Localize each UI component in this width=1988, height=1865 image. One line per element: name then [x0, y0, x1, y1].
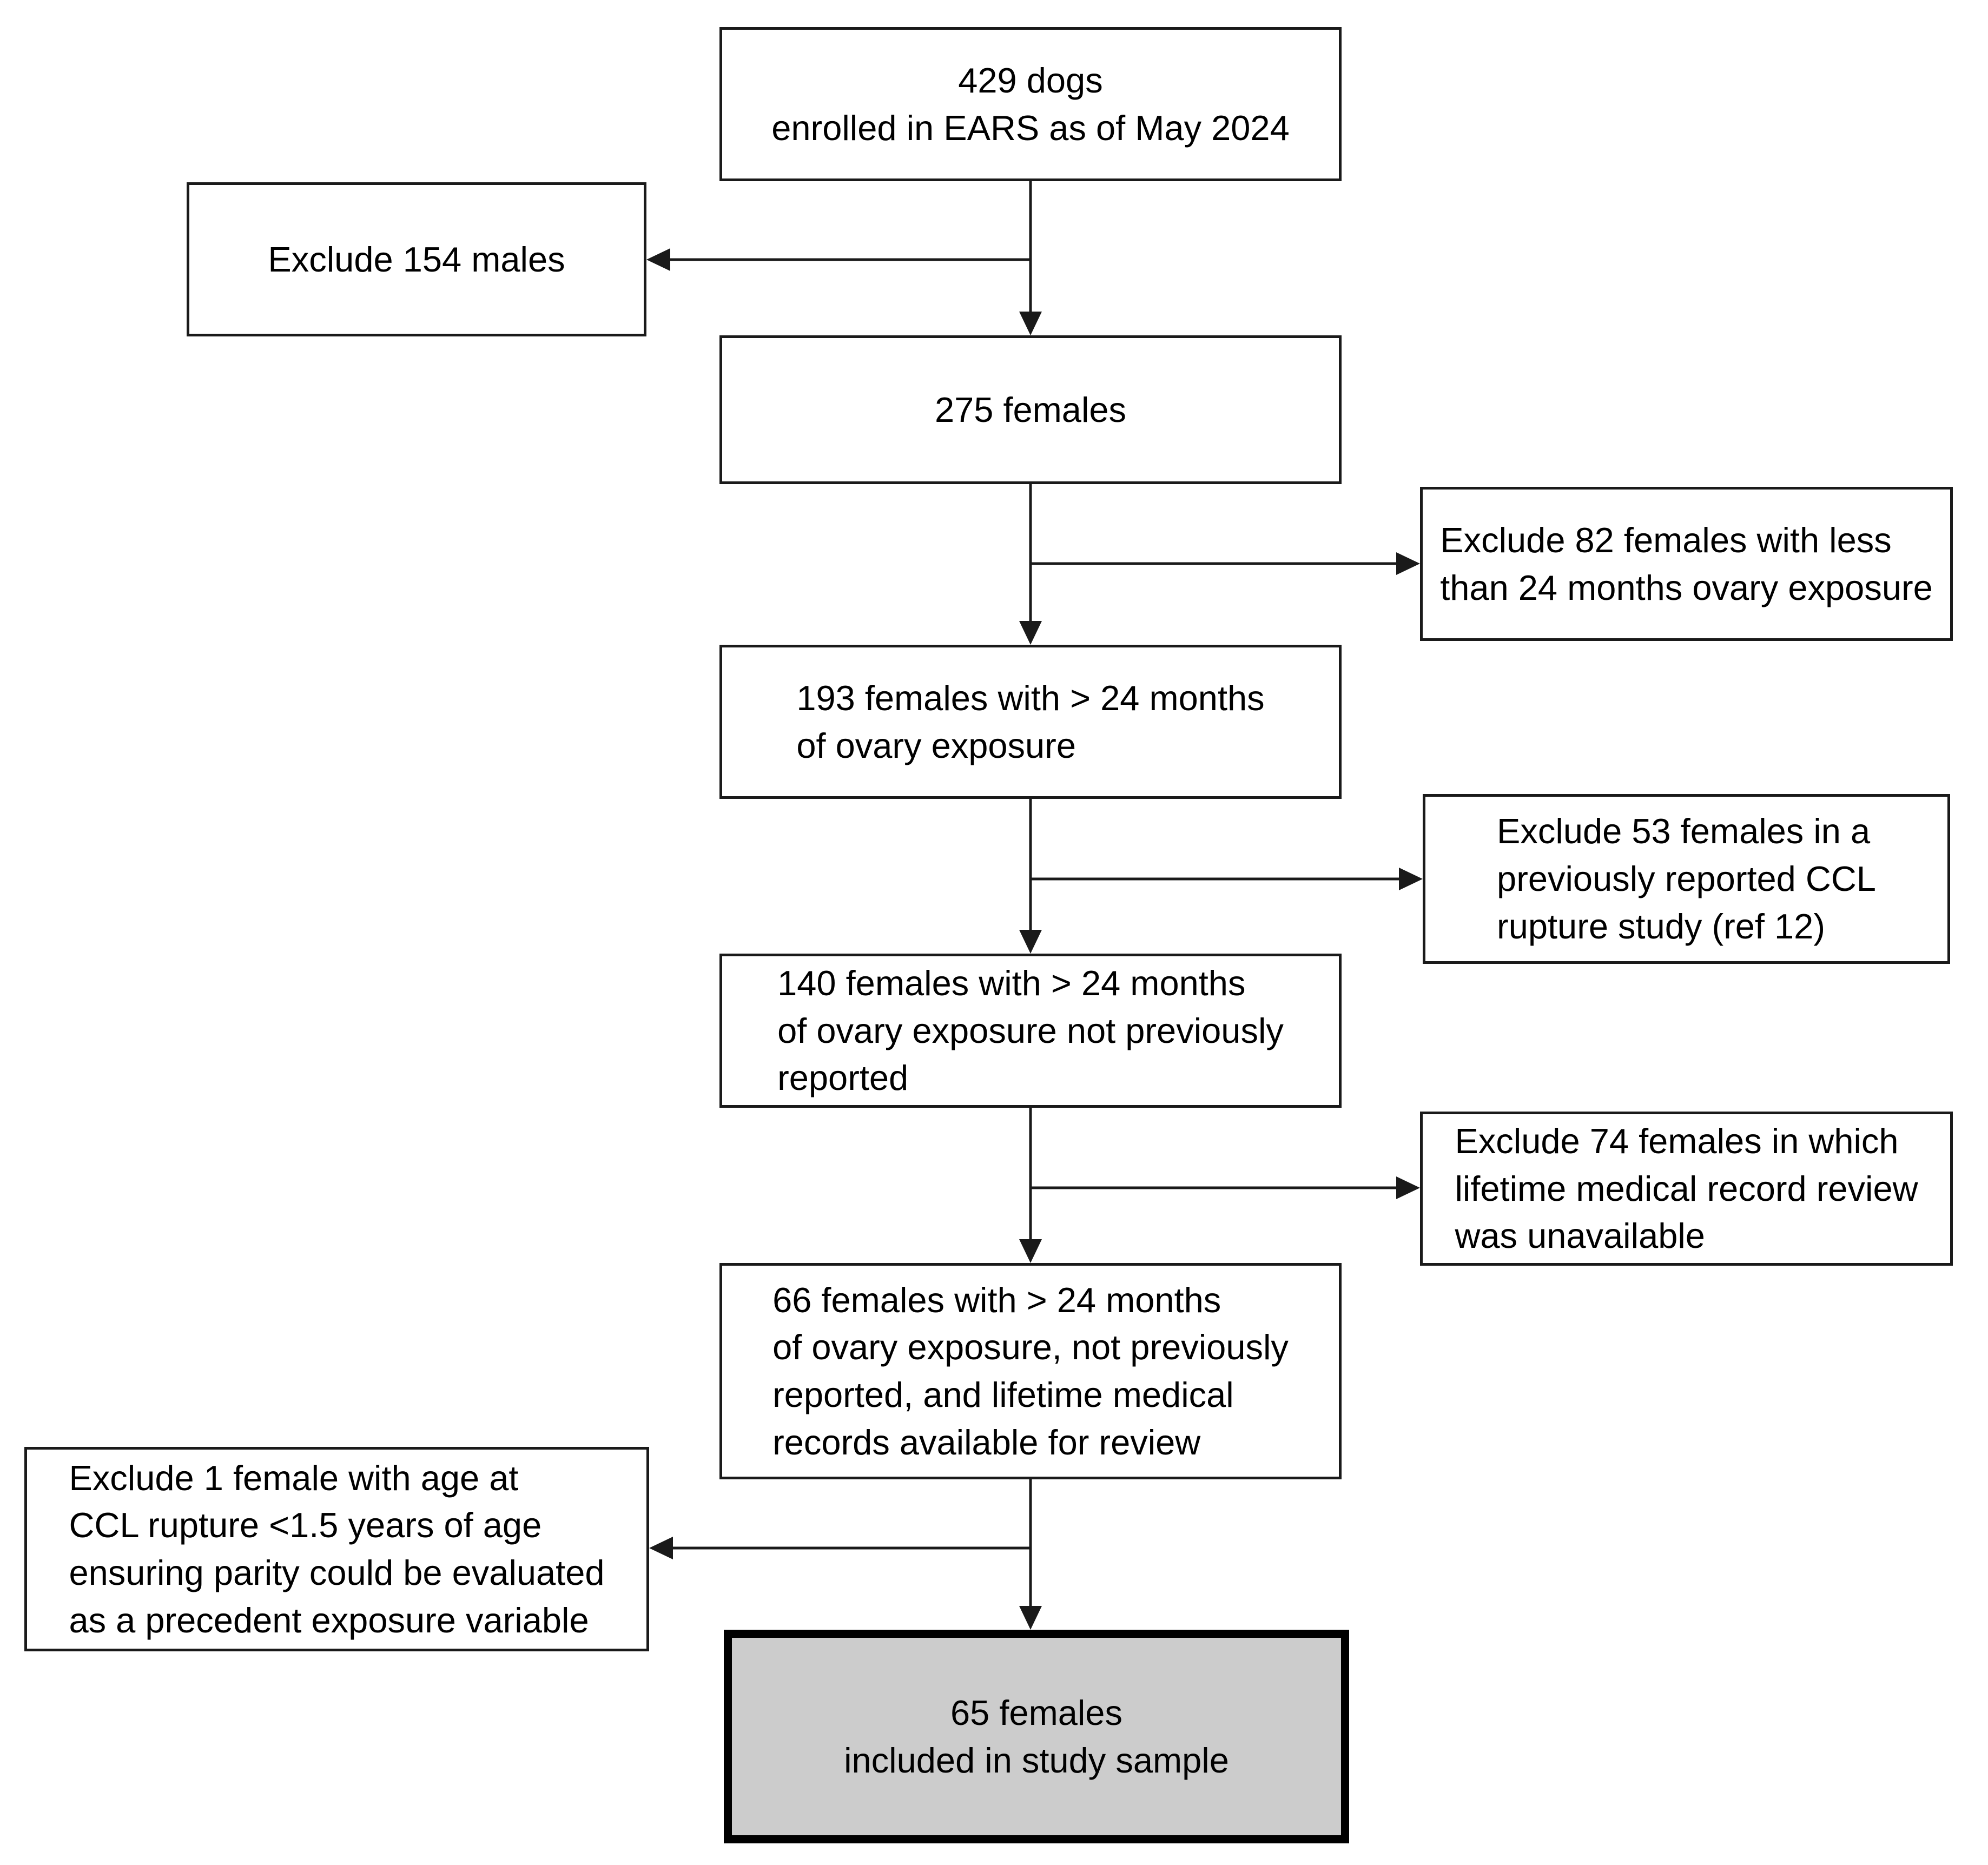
box-enrolled-dogs: 429 dogs enrolled in EARS as of May 2024 — [719, 27, 1342, 181]
box-exclude-males-text: Exclude 154 males — [268, 239, 565, 279]
box-not-previously-reported: 140 females with > 24 months of ovary ex… — [719, 954, 1342, 1108]
arrow-to-exclude-53 — [1031, 868, 1423, 890]
box-exclude-prior-study: Exclude 53 females in a previously repor… — [1423, 794, 1950, 964]
box-exclude-young-ccl: Exclude 1 female with age at CCL rupture… — [24, 1447, 649, 1651]
arrow-140-to-66 — [1019, 1108, 1042, 1263]
box-exclude-no-records: Exclude 74 females in which lifetime med… — [1420, 1112, 1953, 1266]
box-over-24mo-text: 193 females with > 24 months of ovary ex… — [796, 678, 1265, 765]
box-enrolled-dogs-text: 429 dogs enrolled in EARS as of May 2024 — [771, 60, 1290, 148]
box-exclude-no-records-text: Exclude 74 females in which lifetime med… — [1455, 1121, 1918, 1256]
arrow-to-exclude-82 — [1031, 552, 1420, 575]
box-included-study-sample-text: 65 females included in study sample — [844, 1692, 1229, 1780]
box-included-study-sample: 65 females included in study sample — [724, 1630, 1349, 1843]
arrow-193-to-140 — [1019, 799, 1042, 954]
box-females: 275 females — [719, 335, 1342, 484]
box-exclude-males: Exclude 154 males — [187, 182, 646, 336]
box-exclude-under-24mo: Exclude 82 females with less than 24 mon… — [1420, 487, 1953, 641]
arrow-66-to-included — [1019, 1479, 1042, 1630]
arrow-to-exclude-1 — [649, 1537, 1031, 1559]
box-over-24mo: 193 females with > 24 months of ovary ex… — [719, 645, 1342, 799]
box-exclude-prior-study-text: Exclude 53 females in a previously repor… — [1497, 811, 1876, 946]
box-exclude-young-ccl-text: Exclude 1 female with age at CCL rupture… — [69, 1458, 605, 1640]
arrow-to-exclude-74 — [1031, 1176, 1420, 1199]
arrow-to-exclude-males — [646, 248, 1031, 271]
box-records-available-text: 66 females with > 24 months of ovary exp… — [772, 1280, 1289, 1462]
box-not-previously-reported-text: 140 females with > 24 months of ovary ex… — [777, 963, 1284, 1098]
box-females-text: 275 females — [934, 389, 1127, 429]
box-records-available: 66 females with > 24 months of ovary exp… — [719, 1263, 1342, 1479]
arrow-enrolled-to-females — [1019, 181, 1042, 335]
box-exclude-under-24mo-text: Exclude 82 females with less than 24 mon… — [1440, 520, 1933, 607]
arrow-females-to-193 — [1019, 484, 1042, 645]
